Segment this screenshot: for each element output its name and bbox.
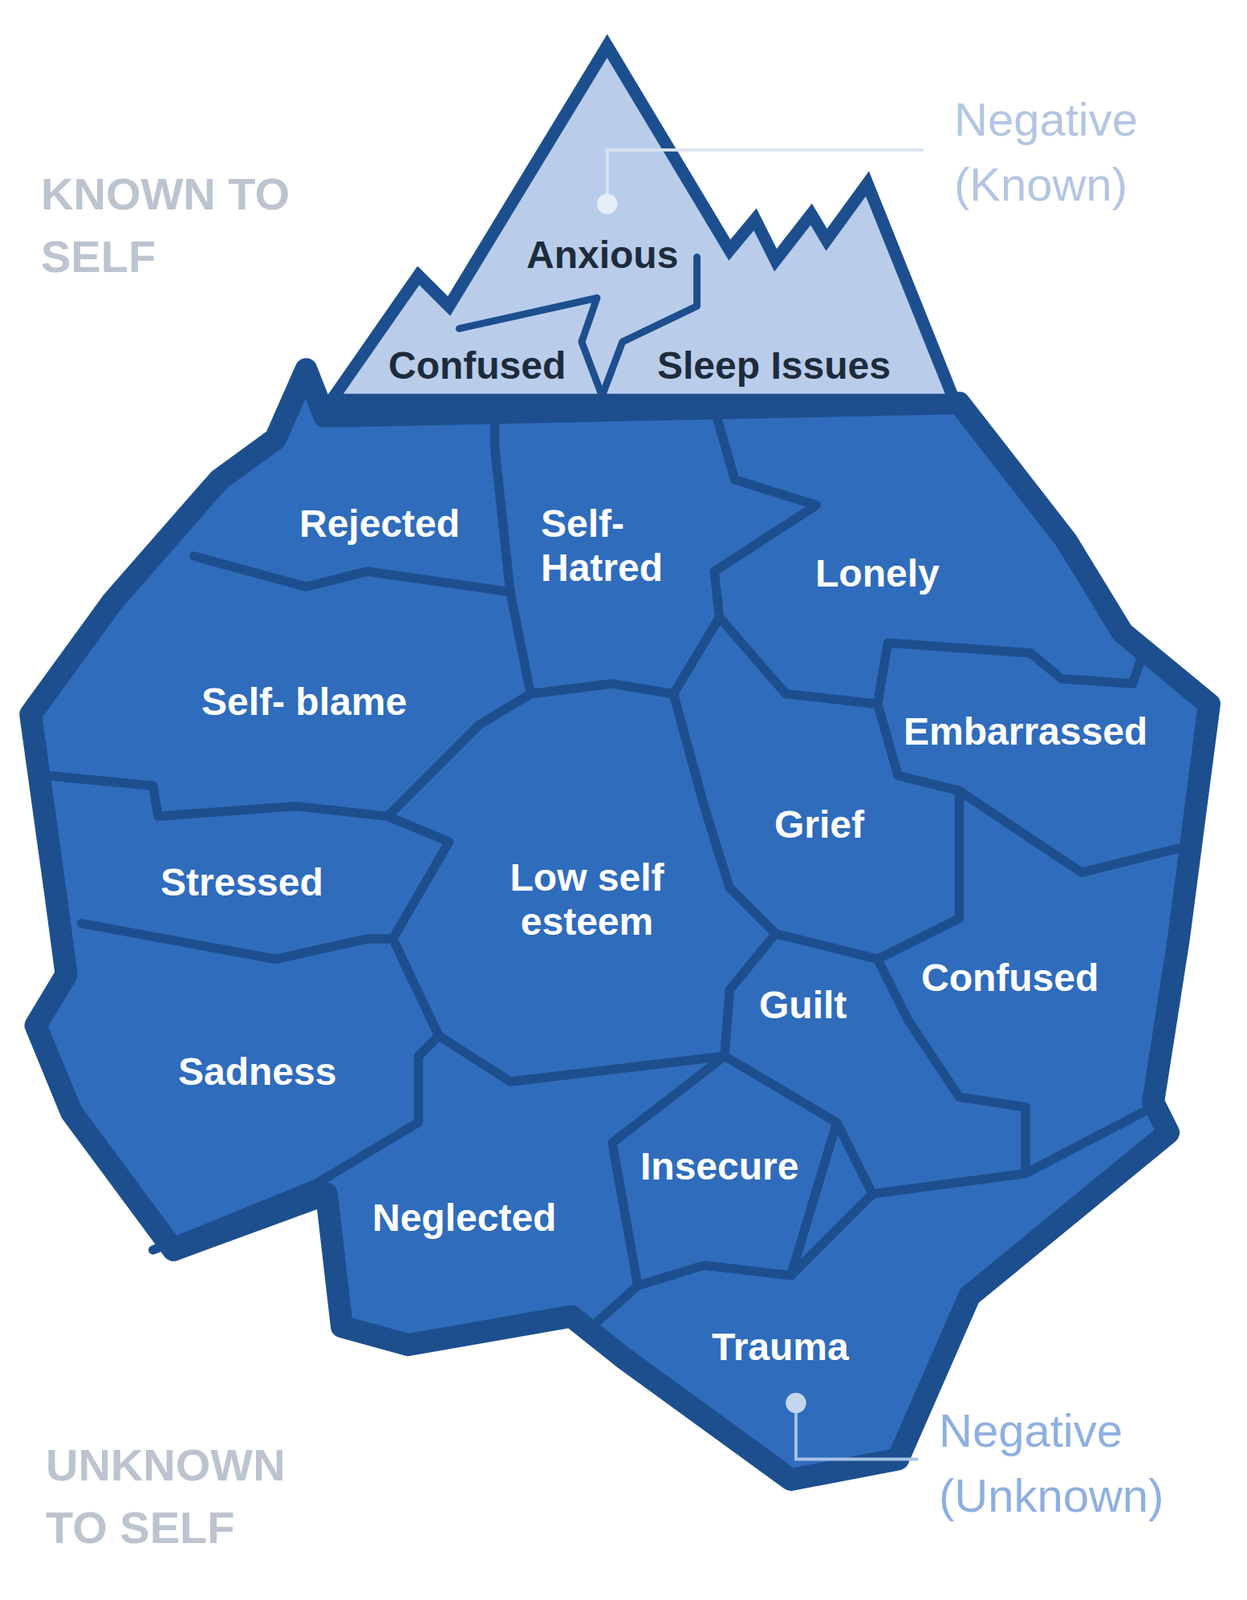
- iceberg-region: Self- Hatred: [537, 498, 683, 594]
- iceberg-body: [30, 369, 1210, 1480]
- region-border: [791, 1194, 874, 1276]
- iceberg-region: Trauma: [708, 1321, 853, 1373]
- region-borders: [45, 408, 1184, 1328]
- iceberg-region: Stressed: [157, 857, 327, 908]
- region-heading: KNOWN TO SELF: [40, 162, 338, 289]
- region-border: [387, 816, 776, 1082]
- region-label: Trauma: [711, 1324, 849, 1369]
- region-label: Confused: [921, 955, 1099, 1000]
- tip-region: Sleep Issues: [653, 340, 894, 391]
- iceberg-tip: [331, 45, 955, 400]
- region-label: Rejected: [299, 501, 460, 546]
- region-label: Guilt: [759, 982, 847, 1028]
- region-border: [387, 694, 531, 817]
- region-label: Self- blame: [201, 679, 407, 724]
- tip-region: Confused: [385, 340, 569, 391]
- iceberg-region: Self- blame: [198, 676, 411, 728]
- region-border: [637, 1056, 837, 1286]
- callout-label: Negative (Unknown): [938, 1397, 1180, 1528]
- iceberg-region: Confused: [917, 952, 1102, 1004]
- region-border: [510, 592, 720, 695]
- region-label: Stressed: [160, 860, 324, 905]
- region-label: Embarrassed: [903, 709, 1148, 754]
- region-border: [81, 923, 394, 960]
- iceberg-region: Insecure: [637, 1141, 802, 1192]
- region-border: [194, 556, 511, 593]
- region-label: Low self esteem: [499, 855, 675, 944]
- region-label: Insecure: [640, 1144, 799, 1189]
- iceberg-region: Sadness: [174, 1046, 340, 1097]
- region-label: Lonely: [815, 551, 940, 596]
- region-border: [45, 775, 388, 817]
- region-label: Anxious: [526, 232, 679, 277]
- region-border: [1025, 1112, 1143, 1174]
- leader-dot: [597, 194, 618, 215]
- region-border: [592, 1056, 725, 1327]
- callout-leaders: [597, 150, 924, 1460]
- region-label: Confused: [388, 343, 566, 388]
- region-label: Neglected: [372, 1195, 557, 1240]
- region-heading: UNKNOWN TO SELF: [45, 1433, 343, 1560]
- region-label: Self- Hatred: [540, 501, 679, 590]
- region-border: [877, 703, 1185, 873]
- callout-label: Negative (Known): [954, 86, 1195, 217]
- leader-line: [796, 1403, 919, 1460]
- iceberg-region: Guilt: [755, 979, 850, 1031]
- iceberg-region: Lonely: [812, 548, 943, 599]
- tip-region: Anxious: [523, 229, 682, 281]
- leader-dot: [785, 1393, 806, 1414]
- iceberg-region: Low self esteem: [496, 852, 678, 947]
- iceberg-region: Embarrassed: [900, 706, 1151, 757]
- iceberg-region: Grief: [771, 799, 868, 850]
- region-border: [495, 416, 511, 593]
- iceberg-region: Rejected: [296, 498, 464, 549]
- region-label: Sadness: [178, 1049, 337, 1094]
- region-border: [877, 642, 1144, 704]
- iceberg-region: Neglected: [369, 1192, 560, 1243]
- region-label: Sleep Issues: [657, 343, 891, 388]
- leader-line: [607, 150, 924, 204]
- region-label: Grief: [774, 802, 865, 847]
